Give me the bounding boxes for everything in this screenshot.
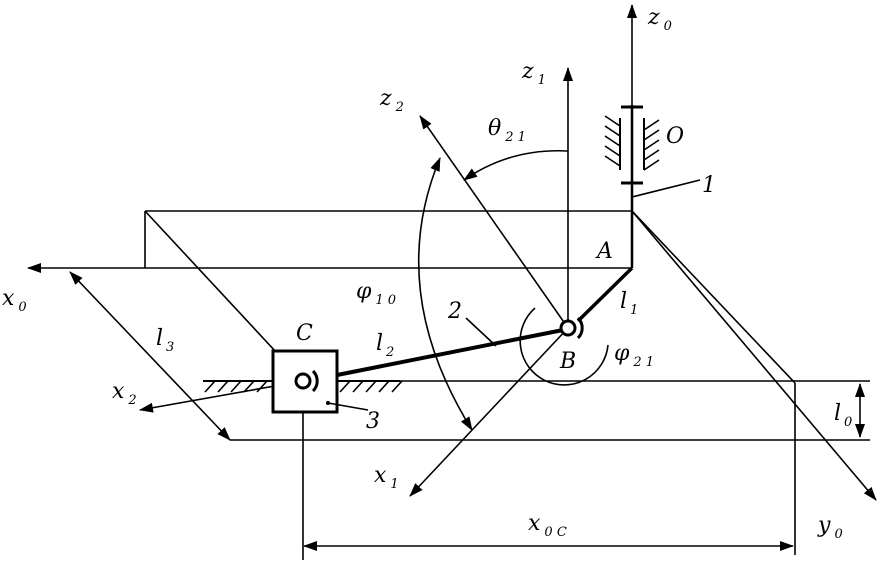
label-part1: 1 bbox=[702, 173, 716, 198]
theta21-arc bbox=[463, 149, 569, 181]
link-2 bbox=[311, 328, 564, 382]
leader-part1 bbox=[631, 179, 701, 198]
label-part2: 2 bbox=[447, 299, 462, 324]
joint-b bbox=[559, 316, 584, 340]
label-point-a: A bbox=[595, 239, 613, 264]
z2-axis bbox=[419, 115, 569, 329]
l3-dimension bbox=[69, 271, 231, 441]
label-point-b: B bbox=[559, 349, 576, 374]
y0-axis bbox=[631, 210, 877, 501]
phi10-arc bbox=[417, 157, 473, 431]
slider-c bbox=[203, 349, 403, 414]
x1-axis bbox=[409, 327, 569, 497]
leader-part3 bbox=[327, 402, 369, 411]
link-1 bbox=[576, 105, 643, 323]
leader-part2 bbox=[465, 317, 497, 347]
label-point-o: O bbox=[666, 124, 684, 149]
label-part3: 3 bbox=[366, 409, 380, 434]
label-point-c: C bbox=[296, 321, 313, 346]
platform-outline bbox=[144, 210, 870, 560]
guide-bearing bbox=[604, 115, 660, 171]
phi21-arc bbox=[519, 307, 609, 386]
